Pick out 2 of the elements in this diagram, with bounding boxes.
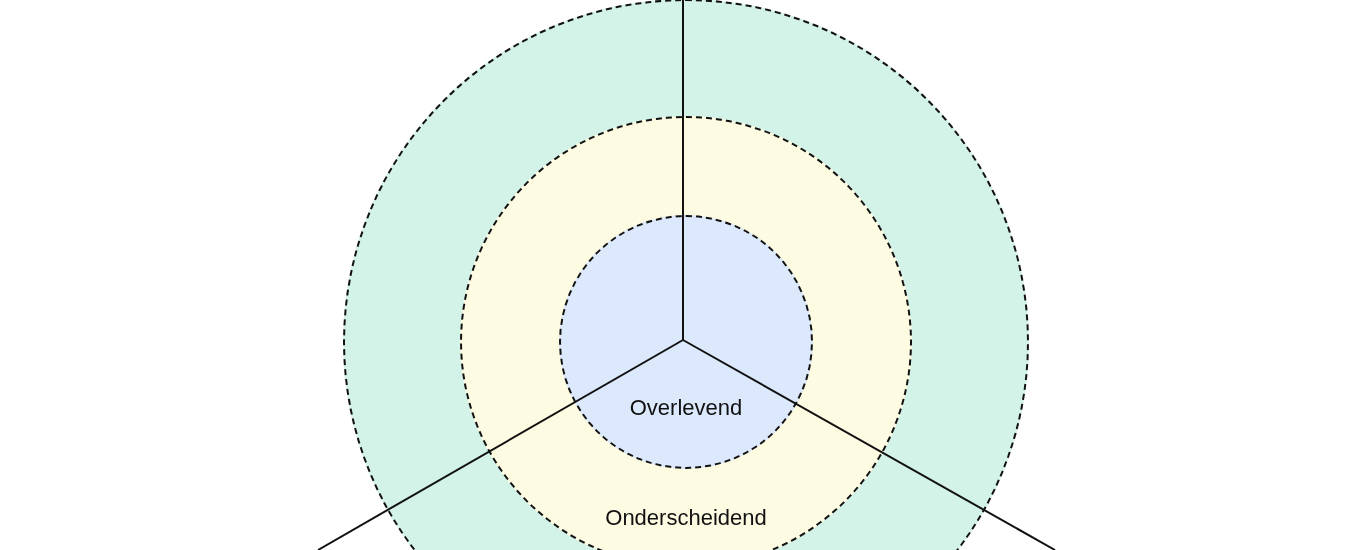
zone-label: Onderscheidend xyxy=(605,505,767,531)
zone-label: Overlevend xyxy=(629,395,743,421)
